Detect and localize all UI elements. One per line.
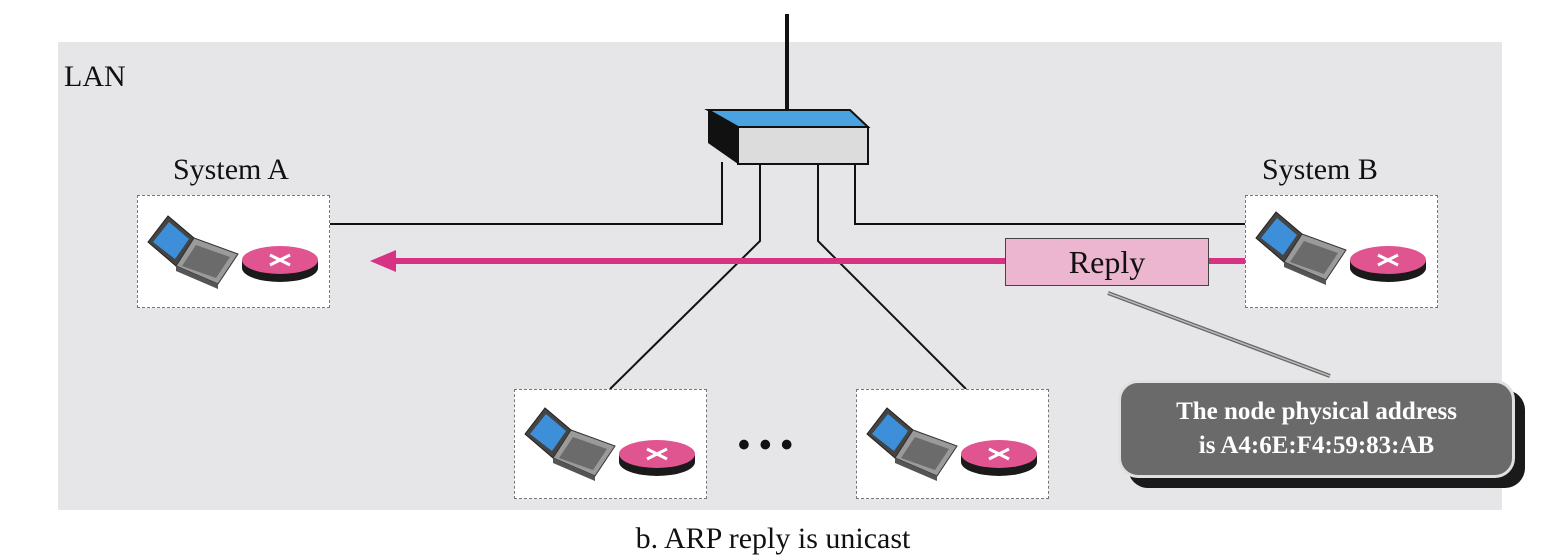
ellipsis: • • • [738, 426, 793, 464]
laptop-icon [147, 215, 239, 290]
disk-icon [1348, 244, 1428, 284]
cable-system-b [854, 162, 1245, 225]
switch-icon [704, 109, 871, 165]
disk-icon [959, 438, 1039, 478]
cable-system-a [330, 162, 723, 225]
cable-node-1 [609, 162, 761, 390]
reply-label: Reply [1068, 243, 1146, 280]
disk-icon [240, 244, 320, 284]
laptop-icon [866, 407, 958, 482]
reply-arrowhead [370, 250, 396, 272]
system-a-label: System A [173, 153, 289, 186]
callout-line-1: The node physical address [1176, 398, 1457, 425]
system-a-box [137, 195, 330, 308]
disk-icon [617, 438, 697, 478]
reply-packet: Reply [1005, 238, 1209, 286]
system-b-box [1245, 195, 1438, 308]
cable-node-2 [817, 162, 967, 390]
node-box-2 [856, 389, 1049, 499]
laptop-icon [1255, 211, 1347, 286]
node-box-1 [514, 389, 707, 499]
callout-line-2: is A4:6E:F4:59:83:AB [1198, 432, 1435, 459]
system-b-label: System B [1262, 153, 1378, 186]
lan-label: LAN [64, 60, 126, 93]
laptop-icon [524, 407, 616, 482]
figure-caption: b. ARP reply is unicast [635, 522, 911, 555]
callout-physical-address: The node physical address is A4:6E:F4:59… [1118, 380, 1515, 478]
